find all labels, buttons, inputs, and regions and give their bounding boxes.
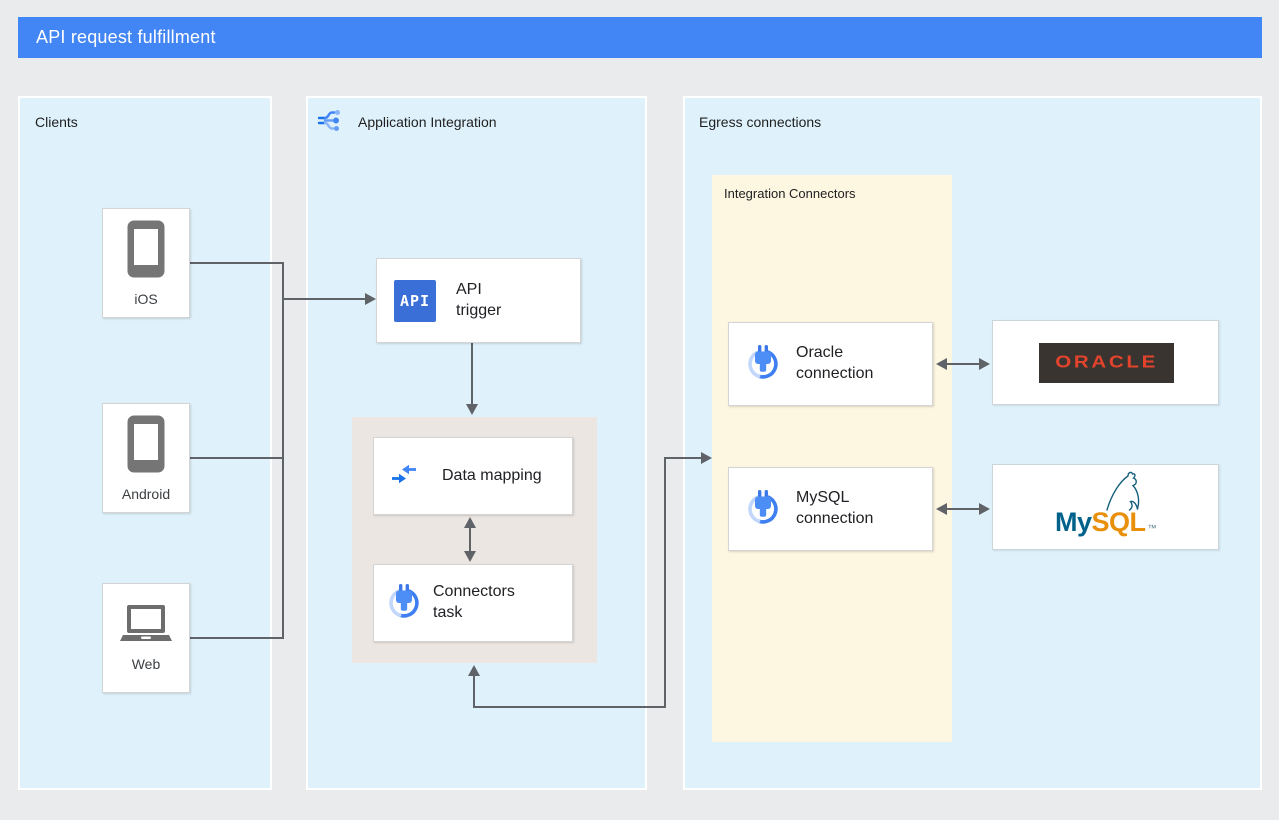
arrowhead-into-oracle-connection [936, 358, 947, 370]
merge-arrows-icon [391, 462, 417, 491]
edge-api-to-tasks-line [471, 343, 473, 404]
mysql-connection-label: MySQL connection [796, 489, 874, 527]
smartphone-icon [126, 414, 166, 479]
arrowhead-into-api-trigger [365, 293, 376, 305]
arrowhead-into-data-mapping [464, 517, 476, 528]
arrowhead-into-mysql-db [979, 503, 990, 515]
edge-ios-line [190, 262, 283, 264]
mysql-logo-my: My [1055, 507, 1092, 537]
integration-connectors-icon [745, 344, 781, 385]
edge-web-line [190, 637, 283, 639]
edge-mapping-task-line [469, 526, 471, 553]
mysql-connection-node: MySQL connection [728, 467, 933, 551]
edge-task-connectors-v1 [473, 675, 475, 707]
application-integration-panel-label: Application Integration [358, 114, 497, 130]
client-node-android: Android [102, 403, 190, 513]
oracle-connection-label: Oracle connection [796, 344, 874, 382]
client-label-web: Web [131, 656, 161, 672]
oracle-logo-icon: ORACLE [1039, 343, 1174, 383]
arrowhead-into-connectors-task [464, 551, 476, 562]
application-integration-icon [316, 107, 344, 140]
laptop-icon [120, 604, 172, 649]
oracle-logo-text: ORACLE [1055, 352, 1158, 373]
arrowhead-into-mysql-connection [936, 503, 947, 515]
diagram-title-bar: API request fulfillment [18, 17, 1262, 58]
arrowhead-into-connectors-task-bottom [468, 665, 480, 676]
integration-connectors-group-label: Integration Connectors [724, 186, 856, 201]
edge-clients-bus-line [282, 262, 284, 639]
data-mapping-label: Data mapping [442, 466, 542, 484]
edge-oracle-line [946, 363, 980, 365]
mysql-trademark: ™ [1147, 523, 1157, 533]
oracle-connection-node: Oracle connection [728, 322, 933, 406]
client-label-android: Android [121, 486, 171, 502]
data-mapping-node: Data mapping [373, 437, 573, 515]
api-trigger-node: API API trigger [376, 258, 581, 343]
edge-android-line [190, 457, 283, 459]
integration-connectors-icon [745, 489, 781, 530]
arrowhead-into-oracle-db [979, 358, 990, 370]
smartphone-icon [126, 219, 166, 284]
integration-connectors-icon [386, 583, 422, 624]
client-node-web: Web [102, 583, 190, 693]
arrowhead-into-tasks-group [466, 404, 478, 415]
edge-mysql-line [946, 508, 980, 510]
mysql-logo-sql: SQL [1091, 507, 1147, 537]
egress-connections-panel-label: Egress connections [699, 114, 822, 130]
edge-task-connectors-h2 [664, 457, 702, 459]
connectors-task-node: Connectors task [373, 564, 573, 642]
client-label-ios: iOS [134, 291, 158, 307]
arrowhead-into-integration-connectors [701, 452, 712, 464]
api-badge-icon: API [394, 279, 436, 322]
edge-task-connectors-h1 [473, 706, 666, 708]
mysql-dolphin-icon [1099, 470, 1153, 517]
client-node-ios: iOS [102, 208, 190, 318]
connectors-task-label: Connectors task [433, 583, 515, 621]
diagram-title: API request fulfillment [36, 27, 216, 47]
clients-panel-label: Clients [35, 114, 78, 130]
edge-to-api-trigger-line [282, 298, 366, 300]
oracle-db-node: ORACLE [992, 320, 1219, 405]
edge-task-connectors-v2 [664, 458, 666, 708]
integration-connectors-group [712, 175, 952, 742]
api-trigger-label: API trigger [456, 280, 502, 319]
